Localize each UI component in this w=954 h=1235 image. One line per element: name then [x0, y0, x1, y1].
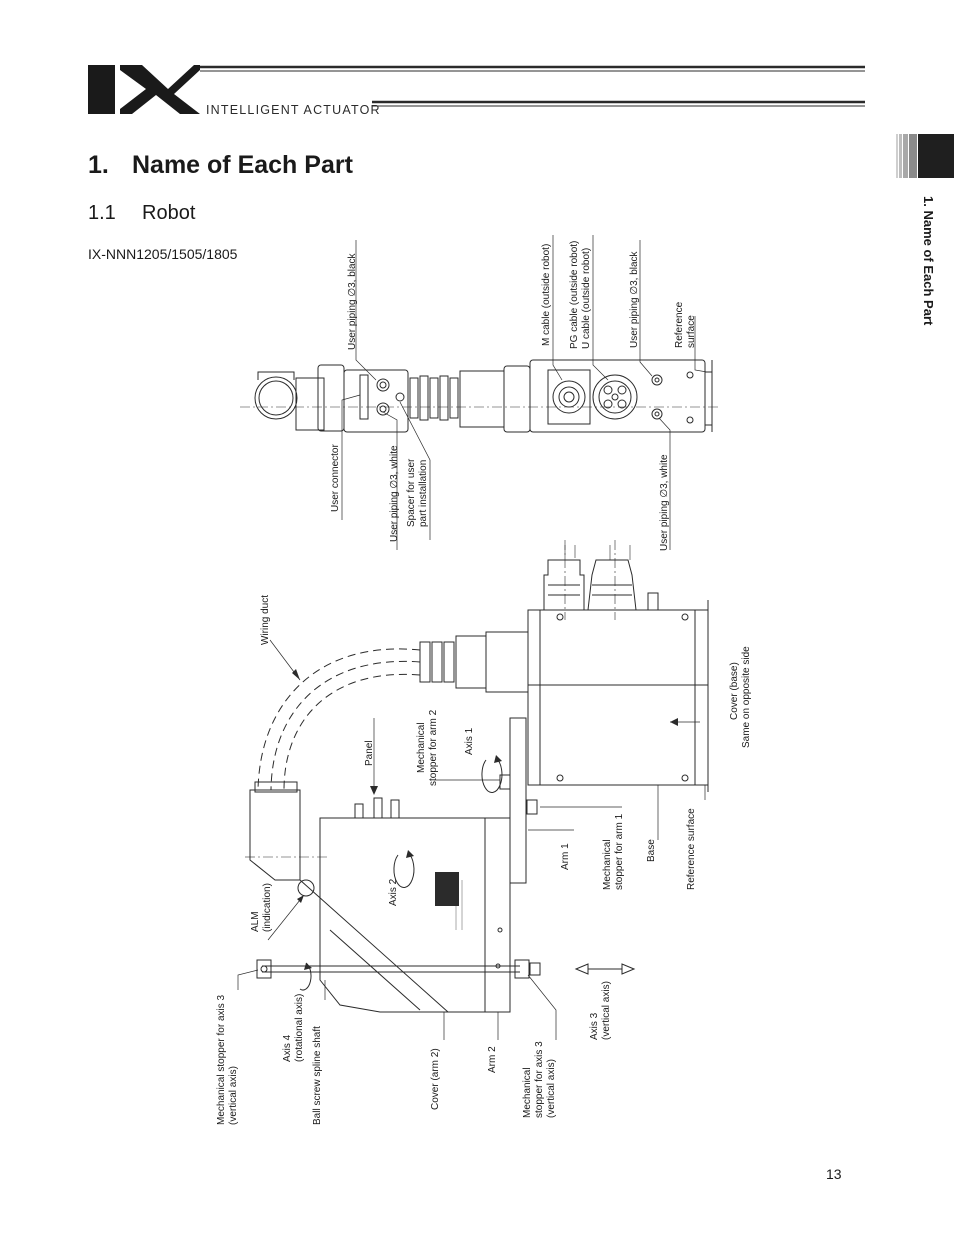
label-m-cable: M cable (outside robot) — [541, 244, 552, 346]
chapter-tab — [896, 134, 954, 178]
label-ball-screw: Ball screw spline shaft — [312, 1026, 323, 1125]
subsection-heading: 1.1 Robot — [88, 202, 195, 225]
label-reference-surface: Reference surface — [686, 808, 697, 890]
model-name: IX-NNN1205/1505/1805 — [88, 246, 238, 262]
label-user-piping-white-right: User piping ∅3, white — [659, 454, 670, 551]
label-cover-base-line1: Cover (base) — [729, 662, 740, 720]
subsection-number: 1.1 — [88, 202, 116, 224]
label-base: Base — [646, 839, 657, 862]
arm-logo — [435, 872, 463, 930]
chapter-side-title: 1. Name of Each Part — [921, 196, 936, 326]
label-user-piping-black-right: User piping ∅3, black — [629, 250, 640, 348]
label-user-connector: User connector — [330, 444, 341, 512]
label-mech-stopper-arm2-line1: Mechanical — [416, 722, 427, 773]
section-heading: 1. Name of Each Part — [88, 151, 353, 180]
label-axis3-line2: (vertical axis) — [601, 981, 612, 1040]
label-u-cable: U cable (outside robot) — [581, 248, 592, 349]
side-view-leaders — [237, 639, 706, 1040]
label-cover-base-line2: Same on opposite side — [741, 646, 752, 748]
robot-parts-diagram: User piping ∅3, black User connector Use… — [216, 235, 752, 1125]
top-view-leaders — [341, 235, 708, 550]
label-alm-line2: (indication) — [262, 883, 273, 932]
top-bellows — [409, 375, 459, 421]
brand-text: INTELLIGENT ACTUATOR — [206, 103, 381, 117]
section-number: 1. — [88, 151, 109, 179]
label-user-piping-white-left: User piping ∅3, white — [389, 445, 400, 542]
label-axis4-line2: (rotational axis) — [294, 994, 305, 1062]
label-axis1: Axis 1 — [464, 727, 475, 755]
label-reference-surface-line1: Reference — [674, 301, 685, 348]
label-mech-stopper-axis3b-line3: (vertical axis) — [546, 1059, 557, 1118]
label-axis3-line1: Axis 3 — [589, 1012, 600, 1040]
label-alm-line1: ALM — [250, 911, 261, 932]
label-spacer-line1: Spacer for user — [406, 458, 417, 527]
top-view — [240, 359, 720, 433]
ix-logo — [88, 65, 200, 114]
label-mech-stopper-arm2-line2: stopper for arm 2 — [428, 709, 439, 786]
label-cover-arm2: Cover (arm 2) — [430, 1048, 441, 1110]
label-arm1: Arm 1 — [560, 843, 571, 870]
label-pg-cable: PG cable (outside robot) — [569, 241, 580, 349]
label-mech-stopper-axis3b-line2: stopper for axis 3 — [534, 1041, 545, 1118]
header-rules — [200, 65, 865, 107]
label-panel: Panel — [364, 740, 375, 766]
label-wiring-duct: Wiring duct — [260, 595, 271, 645]
side-view — [245, 540, 709, 1013]
label-arm2: Arm 2 — [487, 1046, 498, 1073]
label-mech-stopper-arm1-line2: stopper for arm 1 — [614, 813, 625, 890]
label-axis2: Axis 2 — [388, 878, 399, 906]
page-number: 13 — [826, 1166, 842, 1182]
label-spacer-line2: part installation — [418, 460, 429, 527]
label-reference-surface-line2: surface — [686, 315, 697, 348]
label-mech-stopper-axis3b-line1: Mechanical — [522, 1067, 533, 1118]
label-mech-stopper-arm1-line1: Mechanical — [602, 839, 613, 890]
section-title: Name of Each Part — [132, 151, 353, 179]
label-user-piping-black-left: User piping ∅3, black — [347, 252, 358, 350]
label-mech-stopper-axis3-line2: (vertical axis) — [228, 1066, 239, 1125]
label-axis4-line1: Axis 4 — [282, 1034, 293, 1062]
subsection-title: Robot — [142, 202, 196, 224]
label-mech-stopper-axis3-line1: Mechanical stopper for axis 3 — [216, 994, 227, 1125]
